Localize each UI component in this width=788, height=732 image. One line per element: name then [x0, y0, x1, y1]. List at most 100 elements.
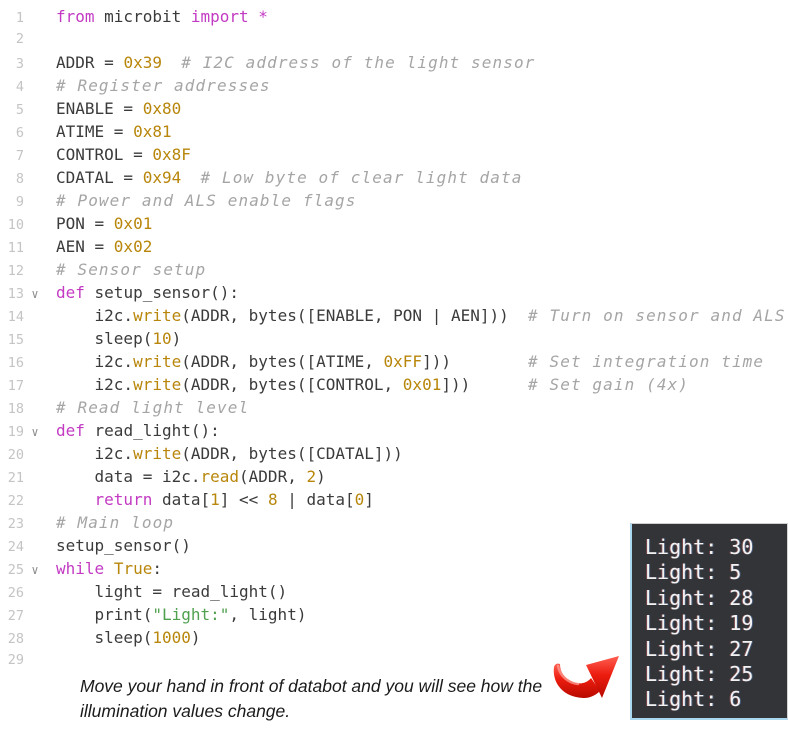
line-number: 26 — [7, 585, 24, 601]
code-line[interactable]: 25∨while True: — [0, 557, 788, 580]
code-token: (ADDR, bytes([CONTROL, — [181, 375, 403, 394]
code-line[interactable]: 13 ∨ def setup_sensor(): — [0, 281, 788, 304]
code-token: # Read light level — [56, 398, 250, 417]
code-line[interactable]: 20 i2c.write(ADDR, bytes([CDATAL])) — [0, 442, 788, 465]
code-line[interactable]: 28 sleep(1000) — [0, 626, 788, 649]
code-token: ENABLE = — [56, 99, 143, 118]
console-line: Light: 25 — [645, 662, 754, 687]
line-number: 13 — [7, 286, 24, 302]
code-token: PON = — [56, 214, 114, 233]
code-token: , light) — [229, 605, 307, 624]
code-token: # Main loop — [56, 513, 175, 532]
code-token: read — [200, 467, 240, 486]
code-text: CDATAL = 0x94 # Low byte of clear light … — [56, 166, 522, 189]
code-token: 0x8F — [152, 145, 191, 164]
code-token: CDATAL = — [56, 168, 143, 187]
code-line[interactable]: 10 PON = 0x01 — [0, 212, 788, 235]
code-token: 1 — [210, 490, 220, 509]
fold-chevron-icon[interactable]: ∨ — [31, 287, 39, 301]
code-text: sleep(1000) — [56, 626, 201, 649]
code-line[interactable]: 15 sleep(10) — [0, 327, 788, 350]
line-number: 2 — [15, 31, 24, 47]
code-token: i2c. — [56, 306, 134, 325]
code-text: i2c.write(ADDR, bytes([ENABLE, PON | AEN… — [56, 304, 786, 327]
code-token: data = i2c. — [56, 467, 201, 486]
code-token: i2c. — [56, 352, 134, 371]
code-token: ) — [316, 467, 326, 486]
code-token: ) — [190, 628, 201, 647]
code-token: write — [133, 375, 182, 394]
code-token: 0x02 — [113, 237, 153, 256]
code-token: 0 — [354, 490, 365, 509]
code-line[interactable]: 9# Power and ALS enable flags — [0, 189, 788, 212]
code-token: 0x80 — [142, 99, 182, 118]
code-line[interactable]: 26 light = read_light() — [0, 580, 788, 603]
code-token: 0x01 — [402, 375, 442, 394]
console-line: Light: 6 — [645, 687, 742, 712]
code-line[interactable]: 21 data = i2c.read(ADDR, 2) — [0, 465, 788, 488]
code-line[interactable]: 18# Read light level — [0, 396, 788, 419]
code-token: setup_sensor(): — [84, 283, 240, 302]
code-token: 8 — [267, 490, 278, 509]
code-text: # Register addresses — [56, 74, 271, 97]
line-number: 3 — [15, 56, 24, 72]
code-line[interactable]: 22 return data[1] << 8 | data[0] — [0, 488, 788, 511]
console-line: Light: 30 — [645, 535, 754, 559]
code-line[interactable]: 14 i2c.write(ADDR, bytes([ENABLE, PON | … — [0, 304, 788, 327]
line-number: 29 — [7, 652, 24, 668]
code-line[interactable]: 24 setup_sensor() — [0, 534, 788, 557]
line-number: 9 — [15, 194, 24, 210]
code-token: ) — [171, 329, 182, 348]
line-number: 23 — [7, 516, 24, 532]
console-line: Light: 28 — [645, 585, 754, 610]
code-token: (ADDR, bytes([CDATAL])) — [181, 444, 403, 463]
code-token: # Sensor setup — [56, 260, 207, 279]
line-number: 6 — [15, 125, 24, 141]
code-text: ADDR = 0x39 # I2C address of the light s… — [56, 51, 535, 74]
code-token: # Register addresses — [56, 76, 271, 95]
line-number: 24 — [7, 539, 24, 555]
code-token: write — [133, 444, 182, 463]
code-token: ] << — [219, 490, 268, 509]
code-line[interactable]: 2 — [0, 28, 788, 51]
code-line[interactable]: 27 print("Light:", light) — [0, 603, 788, 626]
line-number: 10 — [7, 217, 24, 233]
code-token: i2c. — [56, 375, 134, 394]
fold-chevron-icon[interactable]: ∨ — [31, 563, 39, 577]
code-line[interactable]: 3 ADDR = 0x39 # I2C address of the light … — [0, 51, 788, 74]
code-text: print("Light:", light) — [56, 603, 307, 626]
line-number: 5 — [15, 102, 24, 118]
code-token — [104, 559, 114, 578]
code-token: microbit — [94, 7, 191, 26]
code-text: sleep(10) — [56, 327, 182, 350]
code-line[interactable]: 29 — [0, 649, 788, 672]
line-number: 17 — [7, 378, 24, 394]
code-text: def setup_sensor(): — [56, 281, 239, 304]
code-text: i2c.write(ADDR, bytes([CONTROL, 0x01])) … — [56, 373, 689, 396]
line-number: 15 — [7, 332, 24, 348]
code-line[interactable]: 5 ENABLE = 0x80 — [0, 97, 788, 120]
code-text: PON = 0x01 — [56, 212, 152, 235]
code-token: # I2C address of the light sensor — [181, 53, 536, 72]
code-token: 10 — [152, 329, 172, 348]
code-token: (ADDR, bytes([ATIME, — [181, 352, 384, 371]
fold-chevron-icon[interactable]: ∨ — [31, 425, 39, 439]
code-line[interactable]: 16 i2c.write(ADDR, bytes([ATIME, 0xFF]))… — [0, 350, 788, 373]
code-line[interactable]: 19∨def read_light(): — [0, 419, 788, 442]
code-token: 0x39 — [123, 53, 162, 72]
code-text: # Main loop — [56, 511, 174, 534]
code-token: 0xFF — [383, 352, 423, 371]
code-line[interactable]: 12# Sensor setup — [0, 258, 788, 281]
code-line[interactable]: 23 # Main loop — [0, 511, 788, 534]
code-text: setup_sensor() — [56, 534, 191, 557]
code-token: (ADDR, — [239, 467, 307, 486]
code-line[interactable]: 17 i2c.write(ADDR, bytes([CONTROL, 0x01]… — [0, 373, 788, 396]
code-token: ])) — [441, 375, 529, 394]
code-line[interactable]: 4# Register addresses — [0, 74, 788, 97]
